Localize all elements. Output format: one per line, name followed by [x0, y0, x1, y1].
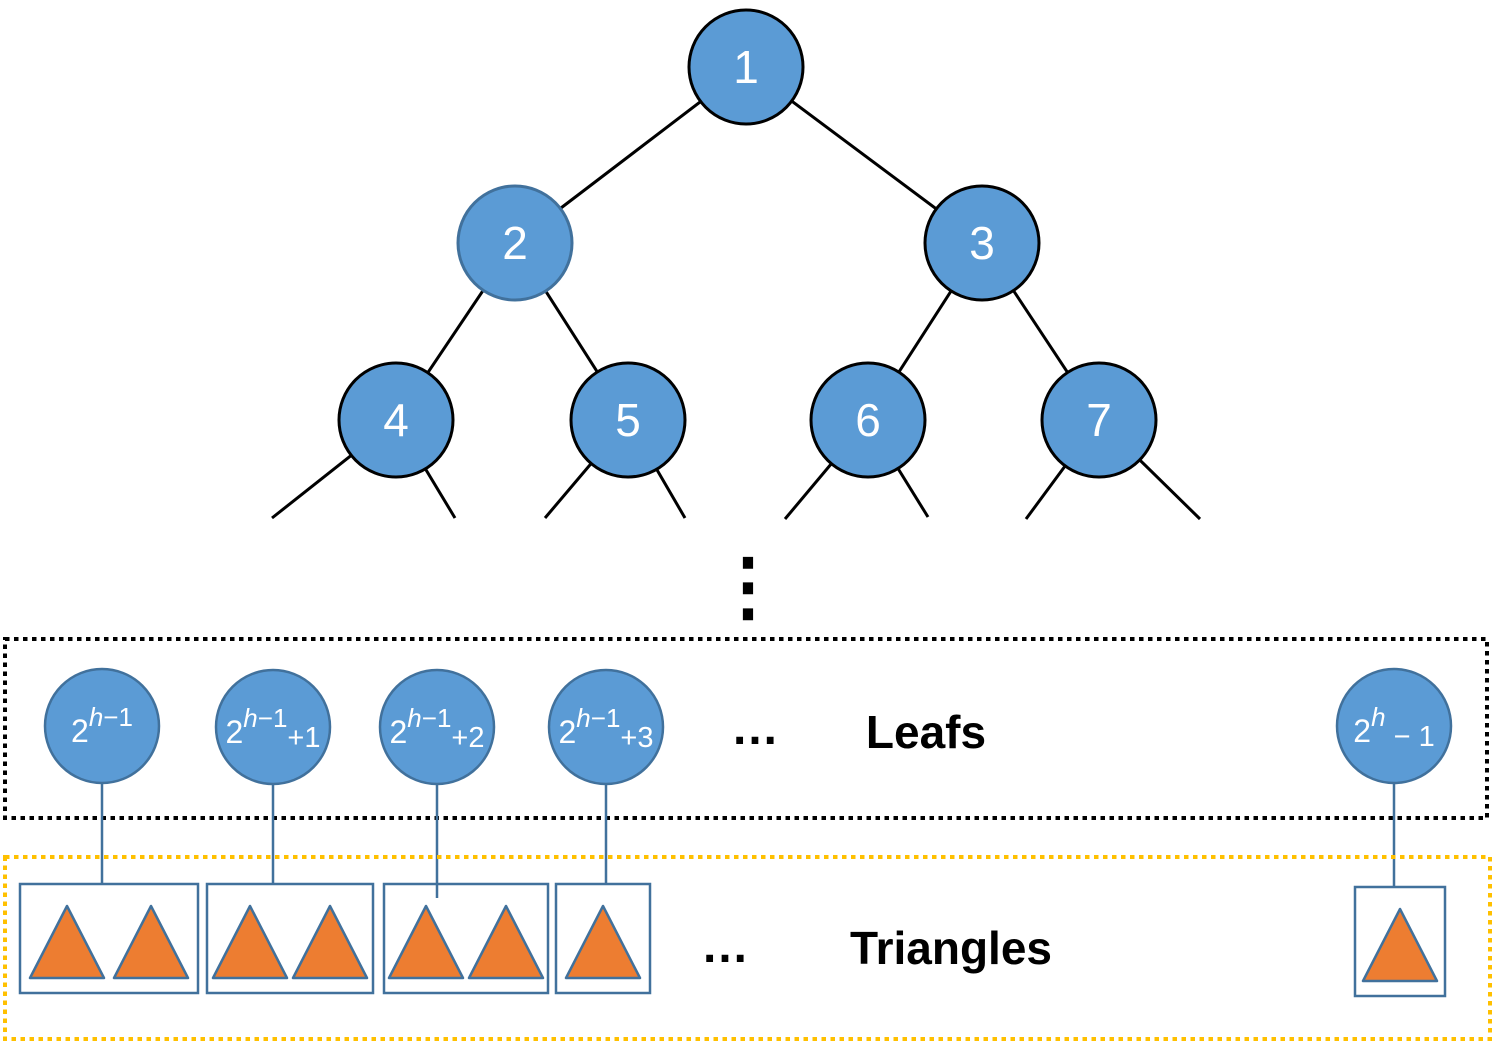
- leafs-section-box: [3, 637, 1489, 820]
- tree-node-7: [1040, 361, 1158, 479]
- tree-node-5-label: 5: [615, 394, 641, 446]
- leaf-nodes: 2h−1 2h−1+1 2h−1+2 2h−1+3 2h − 1: [43, 667, 1453, 786]
- tree-nodes: 1 2 3 4 5 6 7: [337, 8, 1158, 479]
- triangle-box-2: [382, 882, 550, 995]
- leaf-node-4-label: 2h − 1: [1353, 702, 1434, 753]
- tree-node-6: [809, 361, 927, 479]
- triangle-icon: [1361, 907, 1439, 983]
- tree-node-3: [923, 184, 1041, 302]
- triangle-icon: [211, 904, 289, 980]
- triangle-icon: [387, 904, 465, 980]
- triangles-label: Triangles: [850, 922, 1052, 974]
- leaf-connectors: [100, 782, 1396, 898]
- tree-node-7-label: 7: [1086, 394, 1112, 446]
- tree-node-1: [687, 8, 805, 126]
- tree-node-2-label: 2: [502, 217, 528, 269]
- triangle-icon: [467, 904, 545, 980]
- tree-node-3-label: 3: [969, 217, 995, 269]
- triangle-icon: [564, 904, 642, 980]
- leaf-node-0-label: 2h−1: [71, 702, 133, 749]
- tree-node-4: [337, 361, 455, 479]
- triangle-icon: [112, 904, 190, 980]
- leaf-node-3: [547, 668, 665, 786]
- leaf-node-2: [378, 668, 496, 786]
- triangles-ellipsis: …: [701, 920, 749, 973]
- tree-node-6-label: 6: [855, 394, 881, 446]
- leaf-node-1-label: 2h−1+1: [226, 703, 321, 754]
- triangle-box-0: [18, 882, 200, 995]
- leaf-node-2-label: 2h−1+2: [390, 703, 485, 754]
- triangle-box-3: [554, 882, 652, 995]
- triangle-box-4: [1353, 885, 1447, 998]
- triangle-boxes: [18, 882, 1447, 998]
- triangles-section-box: [3, 855, 1492, 1041]
- leaf-node-3-label: 2h−1+3: [559, 703, 654, 754]
- leaf-node-4: [1335, 667, 1453, 785]
- triangle-icon: [28, 904, 106, 980]
- leaf-node-1: [214, 668, 332, 786]
- leaf-node-0: [43, 667, 161, 785]
- tree-node-5: [569, 361, 687, 479]
- tree-node-2: [456, 184, 574, 302]
- triangle-box-1: [205, 882, 375, 995]
- leafs-label: Leafs: [866, 706, 986, 758]
- leafs-ellipsis: …: [731, 702, 779, 755]
- vertical-ellipsis-icon: ⋮: [710, 544, 786, 629]
- triangle-icon: [291, 904, 369, 980]
- tree-node-1-label: 1: [733, 41, 759, 93]
- tree-node-4-label: 4: [383, 394, 409, 446]
